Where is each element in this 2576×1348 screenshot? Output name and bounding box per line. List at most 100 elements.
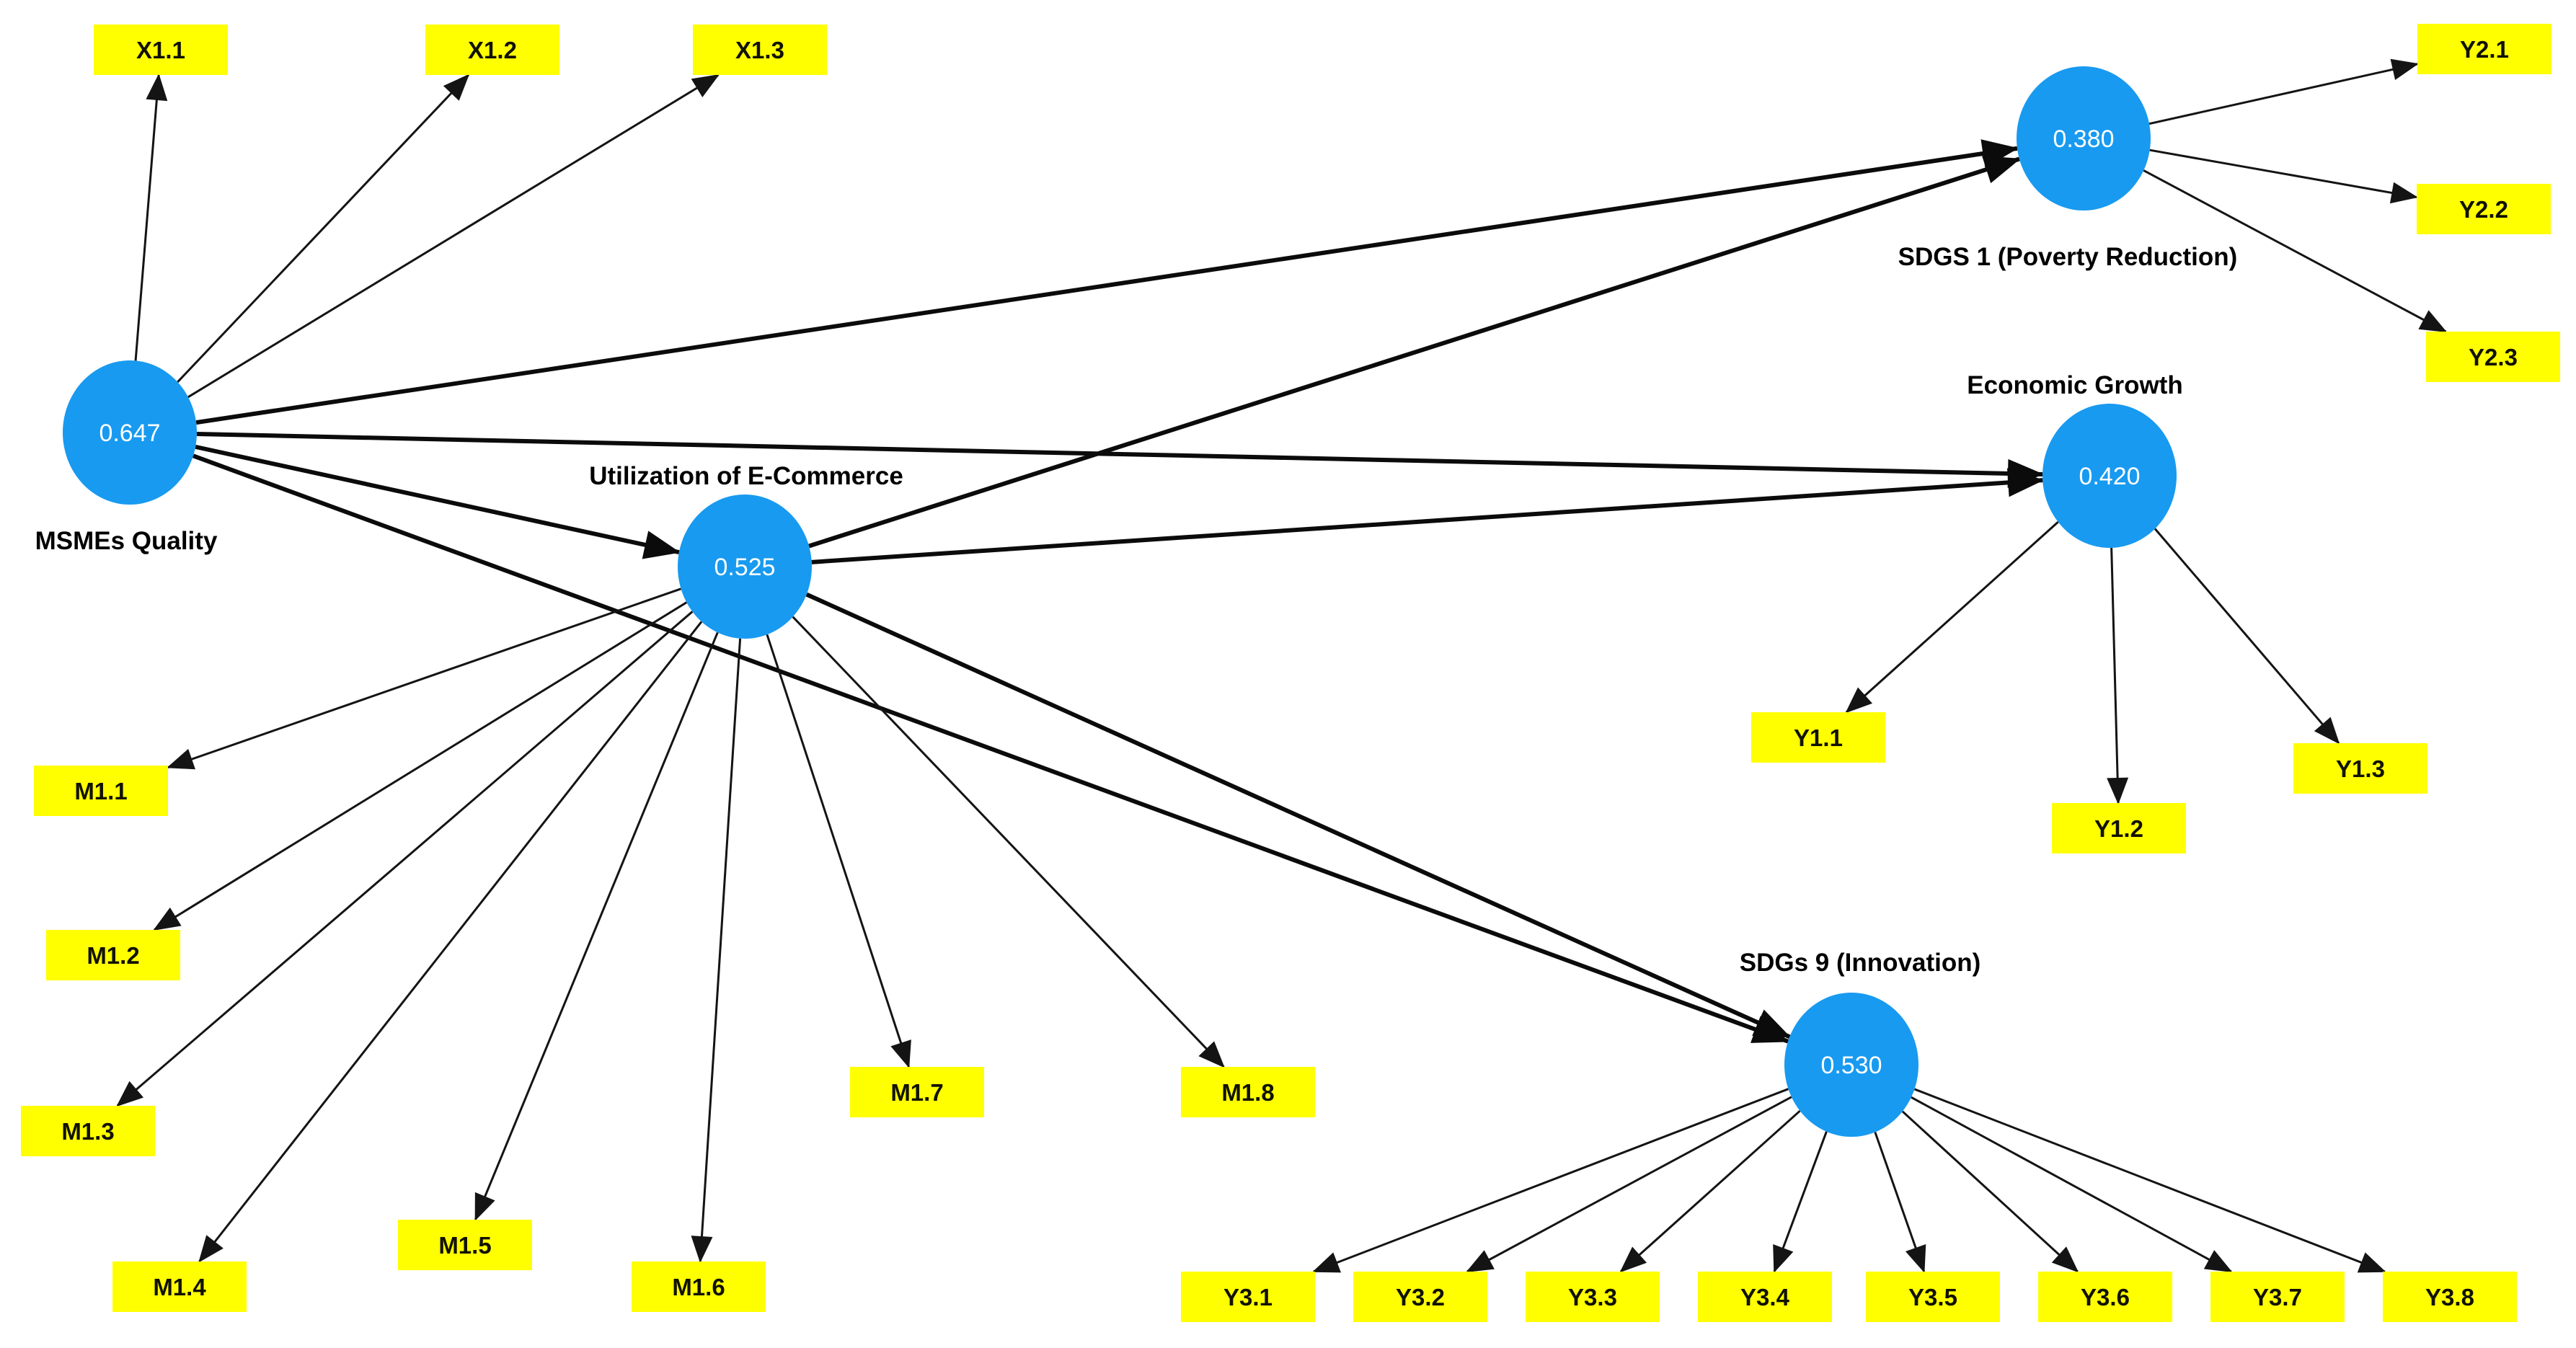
- indicator-arrow-ecom-to-M1.3[interactable]: [116, 611, 694, 1107]
- construct-circle-sdgs1[interactable]: [2017, 66, 2151, 210]
- construct-name-eg: Economic Growth: [1967, 371, 2182, 399]
- indicator-label-Y1.1: Y1.1: [1794, 724, 1843, 751]
- indicator-label-M1.3: M1.3: [61, 1118, 114, 1145]
- indicator-arrow-sdgs9-to-Y3.7[interactable]: [1911, 1096, 2233, 1273]
- indicator-box-M1.5[interactable]: [398, 1220, 532, 1270]
- indicator-label-M1.5: M1.5: [438, 1232, 491, 1259]
- path-arrow-ecom-to-sdgs9[interactable]: [805, 592, 1792, 1039]
- indicator-arrow-sdgs1-to-Y2.2[interactable]: [2149, 148, 2418, 204]
- indicator-box-M1.7[interactable]: [850, 1067, 984, 1117]
- indicator-label-Y3.7: Y3.7: [2253, 1284, 2302, 1311]
- indicator-arrow-eg-to-Y1.3[interactable]: [2154, 528, 2340, 745]
- indicator-box-Y3.4[interactable]: [1698, 1272, 1832, 1322]
- construct-value-sdgs1: 0.380: [2053, 125, 2114, 153]
- indicator-label-X1.3: X1.3: [735, 37, 784, 63]
- indicator-arrow-sdgs9-to-Y3.6[interactable]: [1901, 1110, 2079, 1273]
- indicator-box-X1.2[interactable]: [425, 25, 559, 75]
- indicator-label-M1.7: M1.7: [890, 1079, 943, 1106]
- indicator-arrow-ecom-to-M1.4[interactable]: [198, 621, 703, 1263]
- indicator-arrow-sdgs9-to-Y3.2[interactable]: [1466, 1096, 1792, 1273]
- indicator-arrow-sdgs9-to-Y3.4[interactable]: [1773, 1131, 1828, 1273]
- indicator-arrow-eg-to-Y1.1[interactable]: [1845, 521, 2059, 714]
- indicator-label-M1.1: M1.1: [74, 778, 127, 804]
- indicator-box-Y3.7[interactable]: [2210, 1272, 2345, 1322]
- indicator-box-Y3.5[interactable]: [1866, 1272, 2000, 1322]
- indicator-box-M1.3[interactable]: [21, 1106, 155, 1156]
- indicator-arrow-sdgs1-to-Y2.3[interactable]: [2143, 169, 2448, 333]
- indicator-label-Y3.1: Y3.1: [1223, 1284, 1272, 1311]
- indicator-box-M1.2[interactable]: [46, 930, 180, 980]
- path-arrow-msme-to-sdgs9[interactable]: [192, 453, 1789, 1044]
- indicator-arrow-sdgs9-to-Y3.8[interactable]: [1913, 1088, 2386, 1273]
- indicator-arrow-sdgs9-to-Y3.5[interactable]: [1874, 1132, 1926, 1273]
- indicator-label-M1.6: M1.6: [672, 1274, 725, 1300]
- construct-circle-msme[interactable]: [63, 360, 197, 505]
- indicator-box-Y3.1[interactable]: [1181, 1272, 1315, 1322]
- indicator-label-Y3.2: Y3.2: [1396, 1284, 1445, 1311]
- path-arrow-msme-to-ecom[interactable]: [195, 444, 681, 559]
- indicator-box-Y1.2[interactable]: [2052, 803, 2186, 853]
- construct-value-sdgs9: 0.530: [1820, 1052, 1882, 1079]
- indicator-label-Y3.8: Y3.8: [2425, 1284, 2474, 1311]
- indicator-arrow-ecom-to-M1.7[interactable]: [766, 634, 911, 1068]
- indicator-arrow-eg-to-Y1.2[interactable]: [2107, 547, 2129, 804]
- edges-layer: [116, 58, 2448, 1273]
- indicator-arrow-msme-to-X1.2[interactable]: [177, 74, 470, 383]
- indicator-box-Y1.3[interactable]: [2293, 743, 2427, 794]
- indicator-arrow-ecom-to-M1.1[interactable]: [167, 587, 682, 770]
- indicator-box-Y3.3[interactable]: [1526, 1272, 1660, 1322]
- indicator-label-Y3.5: Y3.5: [1908, 1284, 1957, 1311]
- indicator-label-Y2.2: Y2.2: [2459, 196, 2508, 223]
- path-arrow-ecom-to-eg[interactable]: [811, 468, 2045, 564]
- indicator-box-M1.4[interactable]: [112, 1261, 247, 1312]
- indicator-label-Y3.6: Y3.6: [2081, 1284, 2130, 1311]
- indicator-box-Y1.1[interactable]: [1751, 712, 1885, 763]
- indicator-label-M1.4: M1.4: [153, 1274, 206, 1300]
- indicator-box-Y3.6[interactable]: [2038, 1272, 2172, 1322]
- indicator-arrow-ecom-to-M1.8[interactable]: [792, 616, 1225, 1068]
- indicator-label-Y1.2: Y1.2: [2094, 815, 2143, 842]
- indicator-box-Y2.2[interactable]: [2417, 184, 2551, 234]
- path-arrow-ecom-to-sdgs1[interactable]: [808, 156, 2021, 549]
- indicator-box-X1.3[interactable]: [693, 25, 827, 75]
- indicator-label-Y2.1: Y2.1: [2460, 36, 2509, 63]
- indicator-box-X1.1[interactable]: [94, 25, 228, 75]
- construct-circle-eg[interactable]: [2042, 404, 2177, 548]
- indicator-label-Y3.4: Y3.4: [1740, 1284, 1790, 1311]
- indicator-label-Y1.3: Y1.3: [2336, 755, 2385, 782]
- construct-circle-sdgs9[interactable]: [1784, 993, 1918, 1137]
- indicator-label-Y2.3: Y2.3: [2469, 344, 2518, 371]
- indicator-label-X1.2: X1.2: [468, 37, 517, 63]
- indicator-label-Y3.3: Y3.3: [1568, 1284, 1617, 1311]
- indicator-arrow-ecom-to-M1.2[interactable]: [153, 601, 688, 931]
- indicator-box-Y3.2[interactable]: [1353, 1272, 1487, 1322]
- indicator-box-M1.8[interactable]: [1181, 1067, 1315, 1117]
- indicator-arrow-sdgs1-to-Y2.1[interactable]: [2148, 58, 2419, 125]
- construct-value-msme: 0.647: [99, 420, 160, 447]
- indicator-arrow-sdgs9-to-Y3.1[interactable]: [1312, 1088, 1789, 1273]
- indicator-box-M1.1[interactable]: [34, 766, 168, 816]
- construct-name-ecom: Utilization of E-Commerce: [589, 462, 903, 490]
- construct-value-ecom: 0.525: [714, 554, 775, 581]
- indicator-box-Y2.1[interactable]: [2417, 24, 2551, 74]
- indicator-box-M1.6[interactable]: [632, 1261, 766, 1312]
- indicator-arrow-msme-to-X1.3[interactable]: [187, 74, 720, 399]
- construct-name-sdgs9: SDGs 9 (Innovation): [1740, 949, 1980, 977]
- path-arrow-msme-to-eg[interactable]: [196, 432, 2045, 488]
- indicator-arrow-msme-to-X1.1[interactable]: [134, 74, 168, 361]
- indicator-arrow-ecom-to-M1.5[interactable]: [474, 631, 719, 1221]
- indicator-label-M1.8: M1.8: [1221, 1079, 1274, 1106]
- construct-circle-ecom[interactable]: [678, 495, 812, 639]
- path-arrow-msme-to-sdgs1[interactable]: [195, 139, 2019, 425]
- indicator-box-Y2.3[interactable]: [2426, 332, 2560, 382]
- indicator-arrow-sdgs9-to-Y3.3[interactable]: [1619, 1109, 1801, 1273]
- indicator-arrow-ecom-to-M1.6[interactable]: [691, 638, 742, 1263]
- construct-value-eg: 0.420: [2079, 463, 2140, 490]
- indicator-label-M1.2: M1.2: [87, 942, 139, 969]
- construct-name-sdgs1: SDGS 1 (Poverty Reduction): [1898, 243, 2238, 271]
- indicator-box-Y3.8[interactable]: [2383, 1272, 2517, 1322]
